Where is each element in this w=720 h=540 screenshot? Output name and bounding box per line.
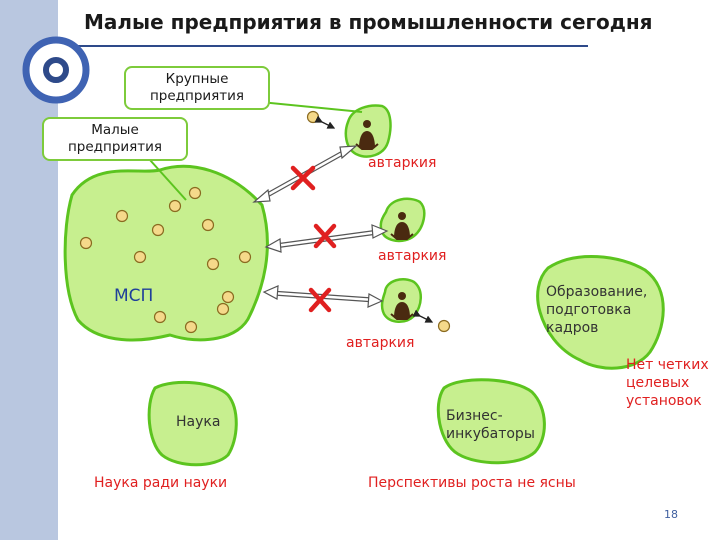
red-cross-icon xyxy=(290,165,316,191)
autarky-label-3: автаркия xyxy=(346,335,415,351)
enterprise-dot xyxy=(238,250,252,264)
enterprise-dot xyxy=(201,218,215,232)
large-enterprise-3 xyxy=(380,278,422,323)
enterprise-dot xyxy=(221,290,235,304)
education-blob xyxy=(536,254,665,370)
enterprise-dot xyxy=(306,110,320,124)
link-arrow xyxy=(314,115,336,129)
factory-worker-icon xyxy=(355,120,379,150)
enterprise-dot xyxy=(188,186,202,200)
enterprise-dot xyxy=(151,223,165,237)
incubators-label: Бизнес-инкубаторы xyxy=(446,408,535,442)
large-enterprises-label: Крупные предприятия xyxy=(149,71,245,104)
science-for-science-label: Наука ради науки xyxy=(94,475,228,491)
logo-icon xyxy=(22,36,90,104)
enterprise-dot xyxy=(437,319,451,333)
enterprise-dot xyxy=(153,310,167,324)
enterprise-dot xyxy=(133,250,147,264)
enterprise-dot xyxy=(168,199,182,213)
no-goals-label: Нет четких целевых установок xyxy=(626,357,709,409)
large-enterprise-2 xyxy=(379,197,426,243)
science-blob xyxy=(147,380,238,467)
small-enterprises-callout: Малые предприятия xyxy=(42,117,188,161)
enterprise-dot xyxy=(115,209,129,223)
callout-pointer xyxy=(149,159,187,201)
factory-worker-icon xyxy=(390,292,414,320)
enterprise-dot xyxy=(184,320,198,334)
large-enterprises-callout: Крупные предприятия xyxy=(124,66,270,110)
page-number: 18 xyxy=(664,508,678,521)
enterprise-dot xyxy=(216,302,230,316)
factory-worker-icon xyxy=(390,212,414,240)
link-arrow xyxy=(412,309,434,323)
page-title: Малые предприятия в промышленности сегод… xyxy=(84,10,653,34)
education-label: Образование, подготовка кадров xyxy=(546,284,648,336)
small-enterprise-dots xyxy=(79,186,252,334)
enterprise-dot xyxy=(206,257,220,271)
autarky-label-2: автаркия xyxy=(378,248,447,264)
science-label: Наука xyxy=(176,414,221,430)
enterprise-dot xyxy=(79,236,93,250)
autarky-label-1: автаркия xyxy=(368,155,437,171)
red-cross-icon xyxy=(308,287,332,313)
msp-label: МСП xyxy=(114,286,154,306)
red-cross-icon xyxy=(313,223,337,249)
small-enterprises-label: Малые предприятия xyxy=(67,122,163,155)
title-underline xyxy=(48,45,588,47)
incubators-blob xyxy=(436,378,546,465)
msp-blob xyxy=(63,164,269,342)
prospects-label: Перспективы роста не ясны xyxy=(368,475,576,491)
